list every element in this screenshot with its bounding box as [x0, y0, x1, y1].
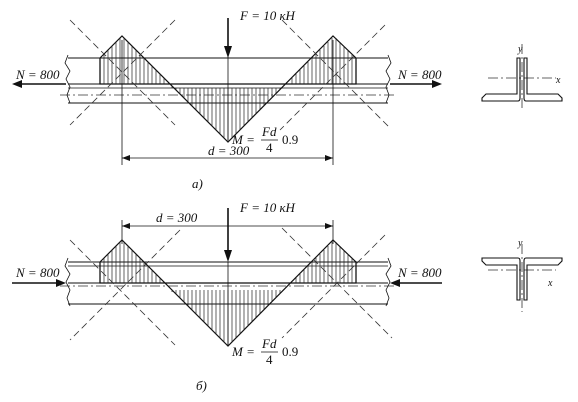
axis-y-b: y [517, 238, 523, 249]
n-label-right-b: N = 800 [397, 265, 442, 280]
force-label-a: F = 10 кН [239, 8, 296, 23]
n-arrow-left-a [12, 80, 66, 88]
moment-den-a: 4 [266, 140, 273, 155]
n-arrow-right-b [390, 279, 442, 287]
caption-a: а) [192, 176, 203, 191]
force-arrow-b [224, 208, 232, 262]
break-mark-right [385, 54, 392, 104]
diagram-a: F = 10 кН N = 800 N = 800 M = Fd 4 0.9 d… [12, 8, 563, 191]
distance-label-a: d = 300 [208, 143, 250, 158]
axis-x-b: x [547, 278, 553, 289]
break-mark-left [64, 257, 71, 307]
axis-y-a: y [517, 44, 523, 55]
force-label-b: F = 10 кН [239, 200, 296, 215]
moment-num-a: Fd [261, 124, 277, 139]
construction-lines-a [69, 19, 391, 165]
force-arrow-a [224, 18, 232, 58]
moment-factor-b: 0.9 [282, 344, 298, 359]
moment-diagram-b [99, 239, 357, 347]
n-arrow-left-b [12, 279, 66, 287]
moment-den-b: 4 [266, 352, 273, 367]
moment-factor-a: 0.9 [282, 132, 298, 147]
dimension-a [122, 155, 333, 161]
moment-prefix-a: M = [231, 132, 255, 147]
n-label-right-a: N = 800 [397, 67, 442, 82]
moment-formula-b: M = Fd 4 0.9 [231, 336, 298, 367]
construction-lines-b [69, 220, 393, 346]
section-profile-a: y x [481, 44, 563, 110]
caption-b: б) [196, 378, 207, 393]
moment-num-b: Fd [261, 336, 277, 351]
distance-label-b: d = 300 [156, 210, 198, 225]
n-arrow-right-a [390, 80, 442, 88]
break-mark-right [385, 257, 392, 307]
section-profile-b: y x [481, 238, 563, 312]
moment-prefix-b: M = [231, 344, 255, 359]
axis-x-a: x [555, 75, 561, 86]
n-label-left-b: N = 800 [15, 265, 60, 280]
n-label-left-a: N = 800 [15, 67, 60, 82]
moment-formula-a: M = Fd 4 0.9 [231, 124, 298, 155]
break-mark-left [64, 54, 71, 104]
diagram-b: d = 300 F = 10 кН N = 800 N = 800 M = Fd… [12, 200, 563, 393]
